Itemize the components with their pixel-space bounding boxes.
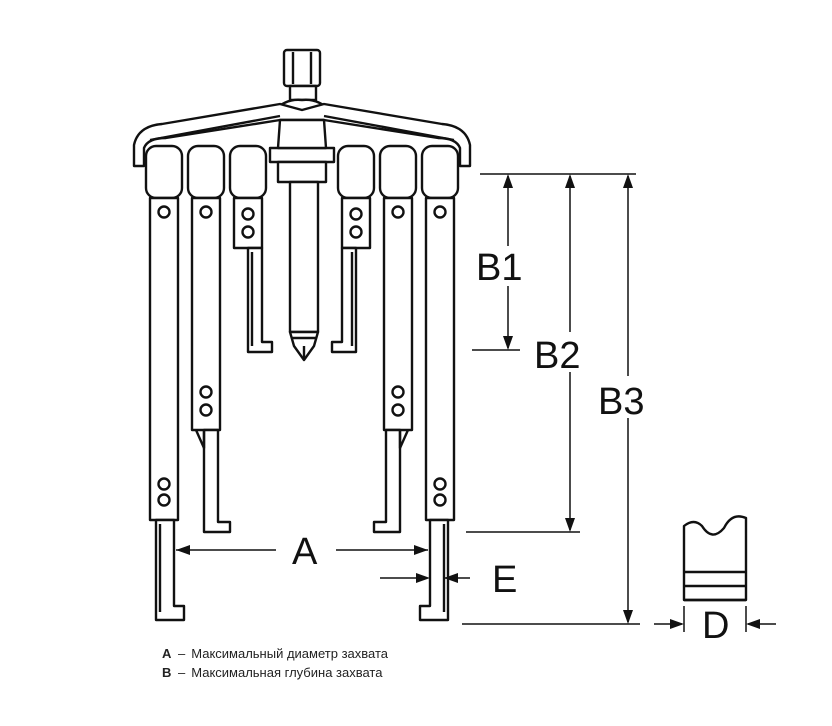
jaw-tip-detail — [682, 515, 748, 602]
dimension-arrowheads — [176, 174, 760, 629]
label-b3: B3 — [598, 381, 644, 423]
right-inner-arm — [330, 144, 376, 354]
yoke-crossbar — [132, 102, 472, 168]
legend-key-b: B — [162, 665, 172, 680]
spindle-head — [270, 48, 334, 114]
center-screw — [276, 160, 328, 362]
left-outer-arm — [144, 144, 186, 622]
label-b2: B2 — [534, 335, 580, 377]
label-b1: B1 — [476, 247, 522, 289]
label-e: E — [492, 559, 517, 601]
legend-text-a: Максимальный диаметр захвата — [191, 646, 388, 661]
right-outer-arm — [418, 144, 460, 622]
legend-key-a: A — [162, 646, 172, 661]
legend-sep-a: – — [178, 646, 186, 661]
left-middle-arm — [186, 144, 232, 534]
left-inner-arm — [228, 144, 274, 354]
legend-text-b: Максимальная глубина захвата — [191, 665, 383, 680]
label-d: D — [702, 605, 729, 647]
right-middle-arm — [372, 144, 418, 534]
dimension-lines — [176, 173, 776, 632]
legend-item-a: A–Максимальный диаметр захвата — [162, 646, 388, 661]
label-a: A — [292, 531, 318, 573]
legend-sep-b: – — [178, 665, 186, 680]
legend-item-b: B–Максимальная глубина захвата — [162, 665, 382, 680]
